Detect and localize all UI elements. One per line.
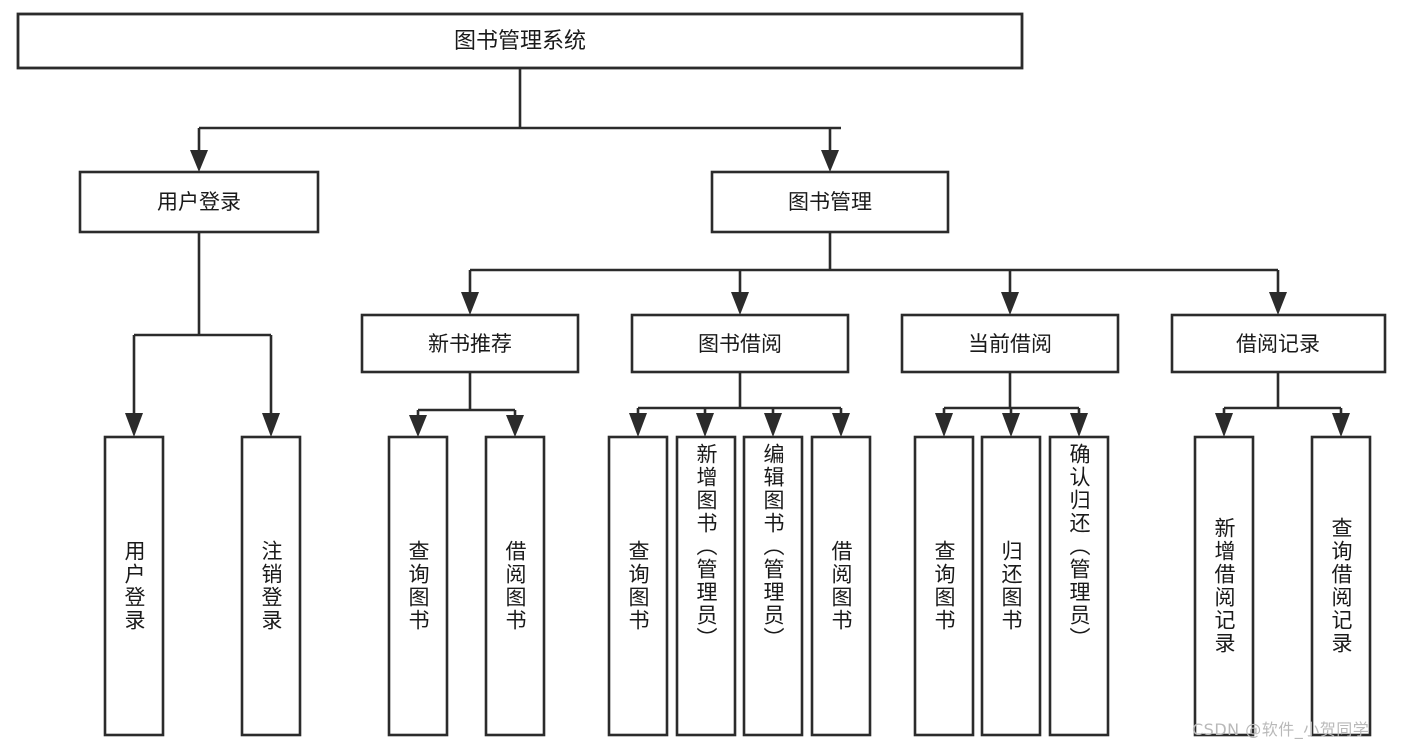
node-user-login[interactable]: 用户登录 [78,170,320,234]
csdn-watermark: CSDN @软件_小贺同学 [1192,720,1370,739]
node-book-borrow-box[interactable] [630,313,850,374]
node-user-login-label: 用户登录 [157,190,241,214]
leaf-box-borrow-book-recommend[interactable] [484,435,546,737]
node-borrow-record-box[interactable] [1170,313,1387,374]
node-root[interactable]: 图书管理系统 [16,12,1024,70]
leaf-box-edit-book[interactable] [742,435,804,737]
node-book-manage[interactable]: 图书管理 [710,170,950,234]
arrow-to-leaf-add-book [696,413,714,437]
arrow-to-current-borrow [1001,292,1019,315]
arrow-to-leaf-query-record [1332,413,1350,437]
node-current-borrow-box[interactable] [900,313,1120,374]
arrow-to-leaf-query-book-3 [935,413,953,437]
arrow-to-leaf-user-login [125,413,143,437]
node-new-book-recommend-label: 新书推荐 [428,332,512,356]
node-new-book-recommend-box[interactable] [360,313,580,374]
leaf-box-query-book-borrow[interactable] [607,435,669,737]
arrow-to-leaf-query-book-2 [629,413,647,437]
arrow-to-leaf-borrow-book-2 [832,413,850,437]
arrow-to-new-book-recommend [461,292,479,315]
node-root-label: 图书管理系统 [454,29,586,54]
arrow-to-leaf-add-record [1215,413,1233,437]
node-borrow-record-label: 借阅记录 [1236,332,1320,356]
node-book-manage-box[interactable] [710,170,950,234]
node-new-book-recommend[interactable]: 新书推荐 [360,313,580,374]
leaf-box-add-book[interactable] [675,435,737,737]
leaf-box-group [103,435,1372,737]
leaf-box-confirm-return[interactable] [1048,435,1110,737]
leaf-box-query-book-recommend[interactable] [387,435,449,737]
node-root-box[interactable] [16,12,1024,70]
leaf-box-add-borrow-record[interactable] [1193,435,1255,737]
node-user-login-box[interactable] [78,170,320,234]
node-current-borrow-label: 当前借阅 [968,332,1052,356]
arrow-to-leaf-return-book [1002,413,1020,437]
leaf-box-user-login[interactable] [103,435,165,737]
node-borrow-record[interactable]: 借阅记录 [1170,313,1387,374]
node-current-borrow[interactable]: 当前借阅 [900,313,1120,374]
leaf-box-query-borrow-record[interactable] [1310,435,1372,737]
arrow-to-book-manage [821,150,839,172]
arrow-to-book-borrow [731,292,749,315]
arrow-to-borrow-record [1269,292,1287,315]
leaf-box-query-book-current[interactable] [913,435,975,737]
node-book-borrow[interactable]: 图书借阅 [630,313,850,374]
arrow-to-leaf-confirm-return [1070,413,1088,437]
node-book-borrow-label: 图书借阅 [698,332,782,356]
leaf-box-borrow-book[interactable] [810,435,872,737]
leaf-box-return-book[interactable] [980,435,1042,737]
arrow-to-leaf-logout [262,413,280,437]
node-book-manage-label: 图书管理 [788,190,872,214]
arrow-to-user-login [190,150,208,172]
arrow-to-leaf-edit-book [764,413,782,437]
leaf-box-logout[interactable] [240,435,302,737]
connector-group [125,68,1350,437]
arrow-to-leaf-query-book-1 [409,415,427,437]
arrow-to-leaf-borrow-book-1 [506,415,524,437]
